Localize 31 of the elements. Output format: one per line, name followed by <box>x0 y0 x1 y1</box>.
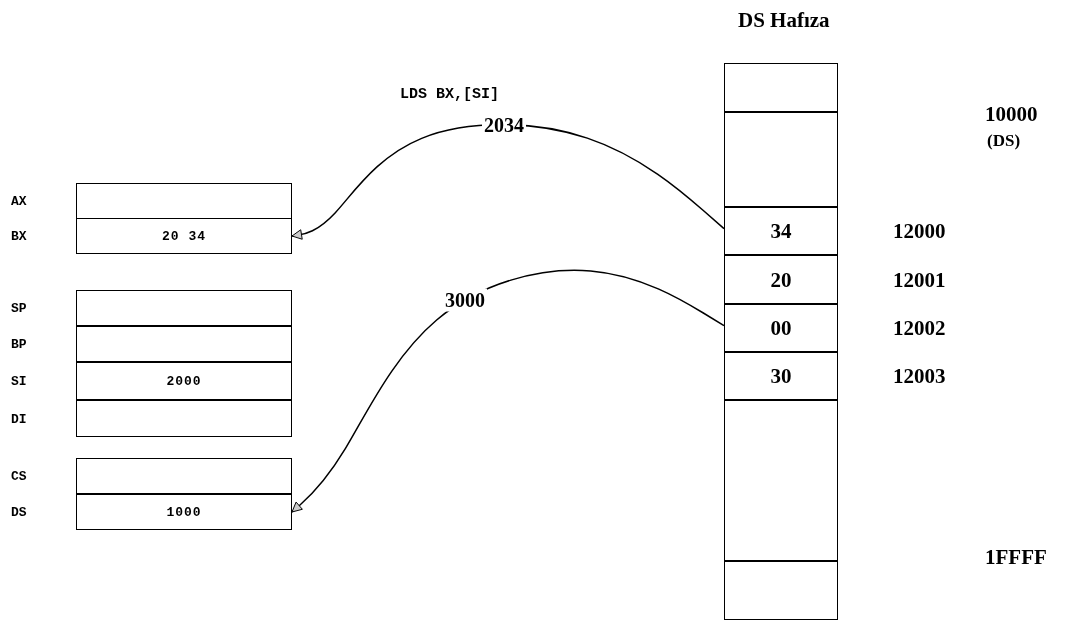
register-name: DI <box>11 411 27 426</box>
memory-cell <box>724 112 838 207</box>
memory-cell <box>724 400 838 561</box>
register-name: BP <box>11 336 27 352</box>
register-name: SP <box>11 300 27 316</box>
memory-cell <box>724 63 838 112</box>
memory-value: 34 <box>769 218 793 244</box>
address-label: (DS) <box>987 131 1021 151</box>
register-name: BX <box>11 228 27 244</box>
address-label: 1FFFF <box>985 545 1047 570</box>
memory-value: 00 <box>769 315 793 341</box>
memory-cell <box>724 561 838 620</box>
memory-title: DS Hafıza <box>738 8 830 33</box>
curved-arrow <box>291 269 725 513</box>
register-value: 2000 <box>165 373 203 389</box>
register-name: CS <box>11 468 27 484</box>
register-name: DS <box>11 504 27 520</box>
address-label: 12000 <box>893 218 946 244</box>
register-value: 1000 <box>165 504 203 520</box>
address-label: 12002 <box>893 315 946 341</box>
edge-label: 3000 <box>443 288 487 312</box>
address-label: 10000 <box>985 102 1038 127</box>
memory-value: 30 <box>769 363 793 389</box>
curved-arrow <box>291 123 725 240</box>
memory-value: 20 <box>769 267 793 292</box>
address-label: 12003 <box>893 363 946 389</box>
register-name: SI <box>11 373 27 389</box>
address-label: 12001 <box>893 267 946 292</box>
register-name: AX <box>11 193 27 209</box>
register-value: 20 34 <box>161 228 207 244</box>
instruction-text: LDS BX,[SI] <box>400 86 500 103</box>
